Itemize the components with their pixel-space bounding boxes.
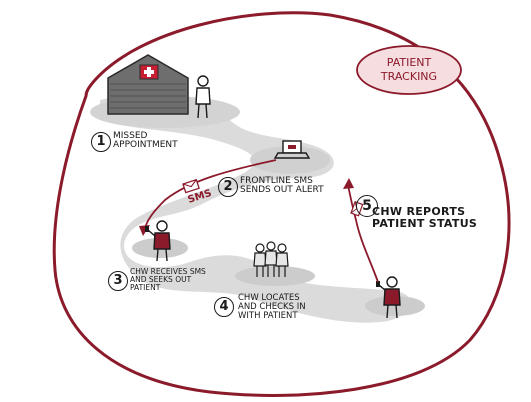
ground-path [100, 96, 411, 323]
step-4-label: CHW LOCATES AND CHECKS IN WITH PATIENT [238, 294, 306, 321]
step-3-line-3: PATIENT [130, 282, 161, 292]
step-1-label: MISSED APPOINTMENT [113, 131, 178, 151]
report-arrowhead [343, 178, 354, 189]
chw-figure-reports [376, 276, 401, 319]
sms-envelope-icon [182, 178, 200, 194]
step-3-line-2: AND SEEKS OUT [130, 274, 192, 284]
badge-line-1: PATIENT [387, 56, 432, 69]
sms-arrow [144, 159, 277, 229]
step-1-line-1: MISSED [113, 131, 148, 141]
step-4-line-1: CHW LOCATES [238, 293, 300, 303]
step-4-line-3: WITH PATIENT [238, 310, 298, 321]
ground-shadow-laptop [250, 146, 330, 174]
step-2-line-2: SENDS OUT ALERT [240, 185, 324, 196]
step-2-line-1: FRONTLINE SMS [240, 176, 313, 186]
tracking-loop-outline [52, 11, 511, 397]
ground-shadow-group [235, 266, 315, 286]
patient-figure-clinic [195, 75, 211, 119]
step-1-line-2: APPOINTMENT [113, 140, 178, 151]
report-arrow [347, 184, 379, 283]
badge-line-2: TRACKING [380, 70, 437, 83]
step-3-number: 3 [108, 271, 128, 291]
step-3-line-1: CHW RECEIVES SMS [130, 267, 206, 276]
step-5-line-1: CHW REPORTS [372, 205, 466, 218]
chw-with-patient-group [253, 241, 289, 277]
chw-figure-receives [145, 220, 171, 262]
step-4-line-2: AND CHECKS IN [238, 301, 306, 312]
step-5-line-2: PATIENT STATUS [372, 216, 478, 230]
step-1-number: 1 [91, 132, 111, 152]
laptop-icon [273, 140, 311, 159]
step-3-label: CHW RECEIVES SMS AND SEEKS OUT PATIENT [130, 268, 206, 292]
step-5-number: 5 [356, 195, 378, 217]
step-4-number: 4 [214, 297, 234, 317]
clinic-building-icon [107, 54, 189, 115]
step-2-label: FRONTLINE SMS SENDS OUT ALERT [240, 176, 324, 196]
step-5-label: CHW REPORTS PATIENT STATUS [372, 206, 477, 229]
step-2-number: 2 [218, 177, 238, 197]
ground-shadow-chw5 [365, 296, 425, 316]
patient-tracking-badge: PATIENT TRACKING [356, 45, 462, 95]
